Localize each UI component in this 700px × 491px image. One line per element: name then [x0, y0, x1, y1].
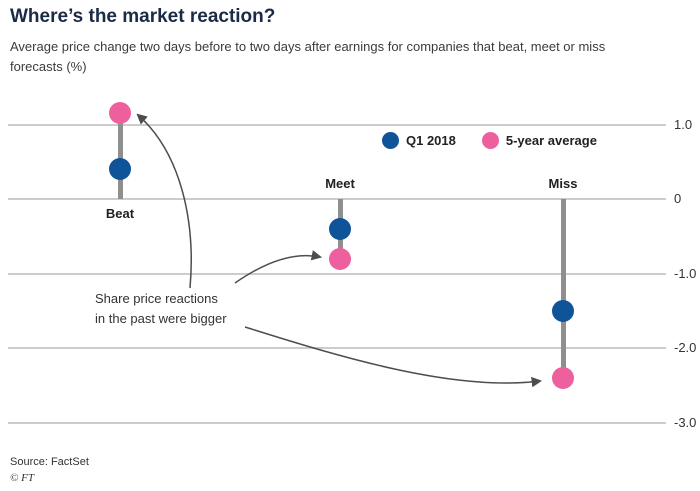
- category-label-miss: Miss: [548, 176, 578, 191]
- legend: Q1 2018 5-year average: [382, 132, 597, 149]
- legend-item-q1-2018: Q1 2018: [382, 132, 456, 149]
- gridline: [8, 123, 666, 126]
- dot-beat-5yr-avg: [109, 102, 131, 125]
- legend-dot-5yr-average: [481, 132, 499, 149]
- gridline: [8, 272, 666, 275]
- legend-dot-q1-2018: [382, 132, 399, 149]
- dot-beat-q1-2018: [109, 158, 131, 181]
- source-line: Source: FactSet: [10, 456, 89, 468]
- category-label-meet: Meet: [325, 176, 355, 191]
- y-axis-tick-label: -1.0: [674, 265, 697, 281]
- gridline: [8, 421, 666, 424]
- y-axis-tick-label: 0: [674, 190, 682, 206]
- connector-beat: [117, 113, 123, 199]
- connector-miss: [560, 199, 566, 378]
- category-label-beat: Beat: [105, 206, 135, 221]
- y-axis-tick-label: 1.0: [674, 116, 693, 132]
- ft-copyright: © FT: [10, 472, 34, 484]
- dot-miss-5yr-avg: [552, 366, 574, 389]
- dot-meet-q1-2018: [329, 217, 351, 240]
- annotation-line-1: Share price reactions: [95, 291, 218, 306]
- legend-label-5yr-average: 5-year average: [505, 133, 597, 148]
- chart-subtitle: Average price change two days before to …: [10, 39, 606, 75]
- y-axis-tick-label: -2.0: [674, 339, 697, 355]
- dot-meet-5yr-avg: [329, 247, 351, 270]
- y-axis-tick-label: -3.0: [674, 414, 697, 430]
- gridline: [8, 198, 666, 200]
- annotation-line-2: in the past were bigger: [95, 310, 227, 326]
- legend-label-q1-2018: Q1 2018: [406, 133, 456, 148]
- annotation-text: Share price reactions in the past were b…: [95, 289, 227, 328]
- dot-miss-q1-2018: [552, 299, 574, 322]
- gridline: [8, 347, 666, 349]
- chart-title: Where’s the market reaction?: [10, 6, 276, 27]
- legend-item-5yr-average: 5-year average: [481, 132, 597, 149]
